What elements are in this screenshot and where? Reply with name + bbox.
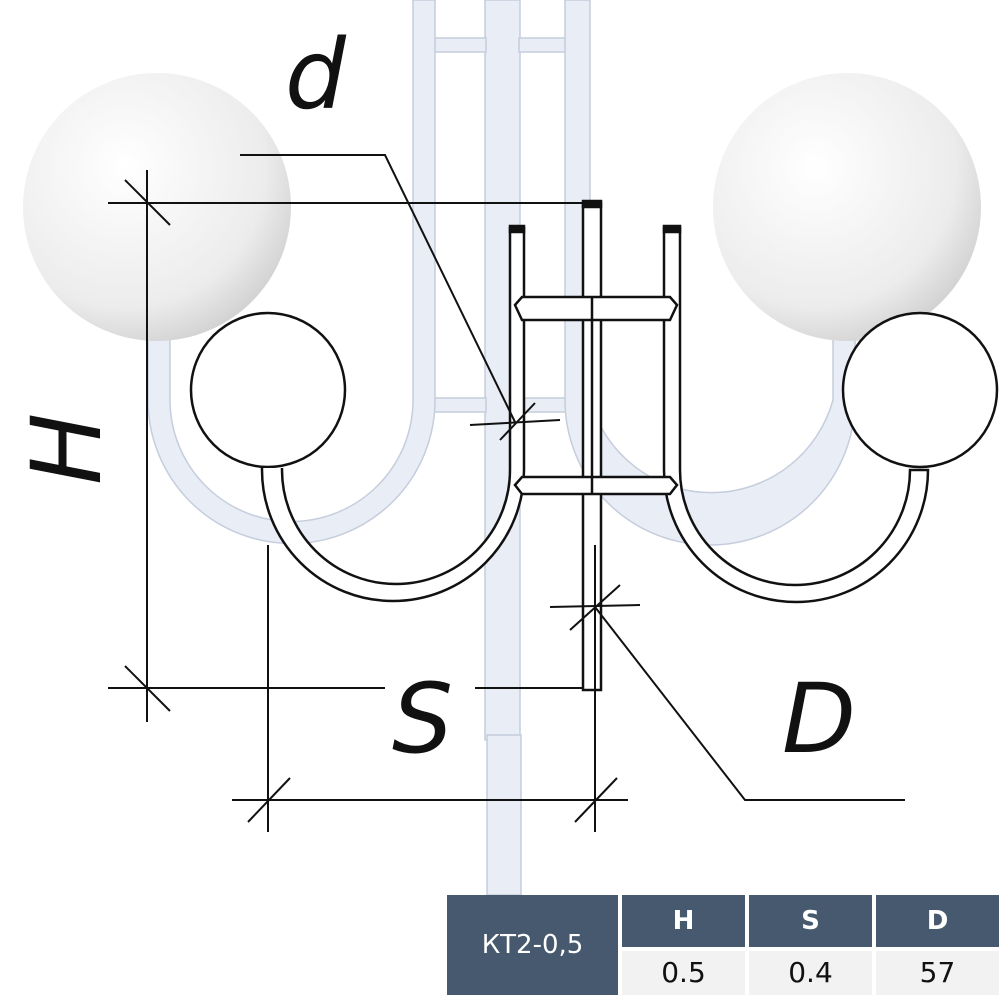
value-S: 0.4 [749, 950, 872, 995]
header-D: D [876, 895, 999, 947]
spec-table: КТ2-0,5 H S D 0.5 0.4 57 [443, 891, 1000, 999]
label-S: S [392, 663, 453, 775]
technical-drawing [189, 199, 999, 692]
label-H: H [11, 413, 123, 485]
value-D: 57 [876, 950, 999, 995]
value-H: 0.5 [622, 950, 745, 995]
model-cell: КТ2-0,5 [447, 895, 618, 995]
label-d: d [285, 19, 347, 131]
label-D: D [782, 663, 856, 775]
left-globe [23, 73, 291, 341]
right-globe [713, 73, 981, 341]
header-H: H [622, 895, 745, 947]
dimension-lines [108, 154, 905, 832]
header-S: S [749, 895, 872, 947]
